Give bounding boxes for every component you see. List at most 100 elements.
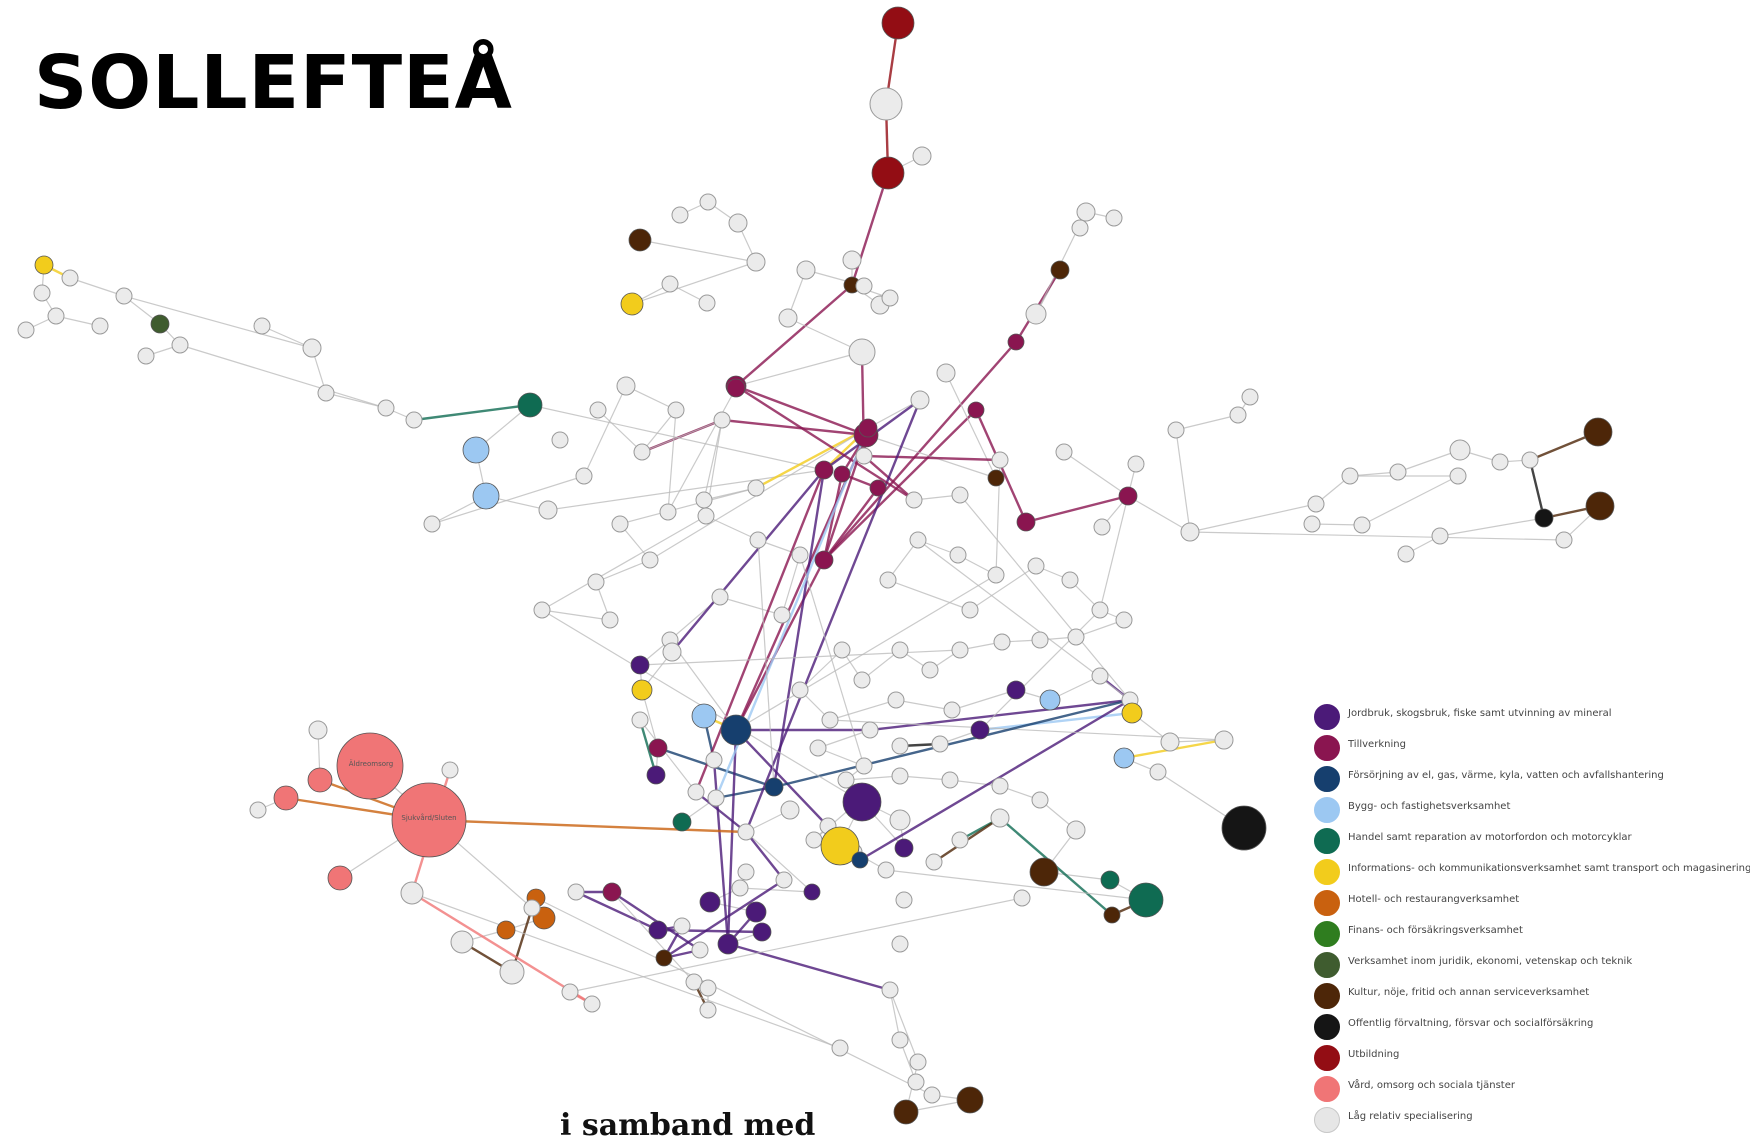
network-node-lag: [791, 546, 809, 564]
network-node-kultur: [1103, 906, 1121, 924]
legend-item-tillverkning: Tillverkning: [1312, 731, 1750, 762]
network-edge: [867, 399, 921, 429]
network-edge: [569, 897, 1023, 993]
legend-label: Bygg- och fastighetsverksamhet: [1348, 801, 1511, 812]
network-node-lag: [1229, 406, 1247, 424]
network-node-lag: [1521, 451, 1539, 469]
network-node-kultur: [1583, 417, 1613, 447]
network-node-lag: [249, 801, 267, 819]
legend-swatch: [1314, 797, 1340, 823]
network-edge: [583, 385, 627, 477]
network-node-lag: [931, 735, 949, 753]
network-node-lag: [691, 941, 709, 959]
network-edge: [1361, 475, 1459, 526]
network-edge: [744, 399, 922, 833]
network-node-lag: [659, 503, 677, 521]
network-node-lag: [583, 995, 601, 1013]
network-node-lag: [877, 861, 895, 879]
network-edge: [639, 239, 757, 263]
network-node-kultur: [1585, 491, 1615, 521]
network-edge: [829, 699, 897, 721]
network-node-lag: [936, 363, 956, 383]
network-node-lag: [253, 317, 271, 335]
network-node-lag: [1071, 219, 1089, 237]
network-edge: [829, 719, 1225, 741]
network-node-kultur: [1050, 260, 1070, 280]
network-edge: [745, 831, 813, 893]
network-node-lag: [891, 767, 909, 785]
network-node-lag: [1353, 516, 1371, 534]
network-node-lag: [923, 1086, 941, 1104]
network-node-lag: [1149, 763, 1167, 781]
network-node-info: [820, 826, 860, 866]
network-node-lag: [1105, 209, 1123, 227]
network-node-lag: [499, 959, 525, 985]
network-edge: [863, 454, 1001, 462]
network-edge: [799, 554, 865, 767]
network-edge: [541, 515, 707, 611]
network-node-lag: [1115, 611, 1133, 629]
network-edge: [823, 409, 977, 561]
network-node-forsorjning: [851, 851, 869, 869]
legend-swatch: [1314, 704, 1340, 730]
legend-label: Hotell- och restaurangverksamhet: [1348, 894, 1520, 905]
node-label-aldreomsorg: Äldreomsorg: [349, 759, 393, 768]
network-node-lag: [907, 1073, 925, 1091]
network-node-lag: [308, 720, 328, 740]
legend-item-lag-specialisering: Låg relativ specialisering: [1312, 1103, 1750, 1134]
network-node-lag: [805, 831, 823, 849]
network-node-lag: [855, 757, 873, 775]
network-node-kultur: [1029, 857, 1059, 887]
legend-swatch: [1314, 1076, 1340, 1102]
network-node-lag: [662, 642, 682, 662]
network-node-lag: [661, 275, 679, 293]
network-edge: [865, 434, 997, 479]
network-node-lag: [853, 671, 871, 689]
network-node-lag: [951, 641, 969, 659]
network-node-forsorjning: [764, 777, 784, 797]
network-node-lag: [1031, 631, 1049, 649]
network-node-jordbruk: [803, 883, 821, 901]
network-node-jordbruk: [717, 933, 739, 955]
legend-swatch: [1314, 890, 1340, 916]
network-node-tillverkning: [602, 882, 622, 902]
network-node-jordbruk: [699, 891, 721, 913]
network-nodes: [17, 6, 1615, 1125]
legend-label: Verksamhet inom juridik, ekonomi, vetens…: [1348, 956, 1633, 967]
network-node-lag: [523, 899, 541, 917]
network-edge: [431, 475, 585, 525]
network-node-lag: [775, 871, 793, 889]
network-node-lag: [1180, 522, 1200, 542]
network-node-lag: [821, 711, 839, 729]
legend-item-bygg: Bygg- och fastighetsverksamhet: [1312, 793, 1750, 824]
network-node-lag: [1027, 557, 1045, 575]
network-edge: [694, 469, 826, 793]
legend-swatch: [1314, 859, 1340, 885]
network-node-lag: [1167, 421, 1185, 439]
network-node-lag: [993, 633, 1011, 651]
network-node-lag: [889, 809, 911, 831]
network-node-lag: [1067, 628, 1085, 646]
network-edge: [1063, 451, 1129, 497]
network-edge: [123, 295, 313, 349]
network-node-lag: [616, 376, 636, 396]
network-edge: [787, 317, 863, 353]
network-node-bygg: [462, 436, 490, 464]
network-node-lag: [951, 486, 969, 504]
network-node-lag: [1093, 518, 1111, 536]
network-node-lag: [589, 401, 607, 419]
network-node-kultur: [987, 469, 1005, 487]
network-node-lag: [1449, 467, 1467, 485]
network-edge: [1175, 429, 1191, 533]
network-edge: [325, 392, 387, 409]
network-edge: [823, 487, 879, 561]
network-node-lag: [848, 338, 876, 366]
network-node-lag: [1066, 820, 1086, 840]
network-node-jordbruk: [752, 922, 772, 942]
legend-label: Försörjning av el, gas, värme, kyla, vat…: [1348, 770, 1664, 781]
legend-swatch: [1314, 983, 1340, 1009]
network-node-bygg: [1039, 689, 1061, 711]
network-node-lag: [1076, 202, 1096, 222]
caption: i samband med: [560, 1108, 816, 1138]
network-node-tillverkning: [858, 418, 878, 438]
